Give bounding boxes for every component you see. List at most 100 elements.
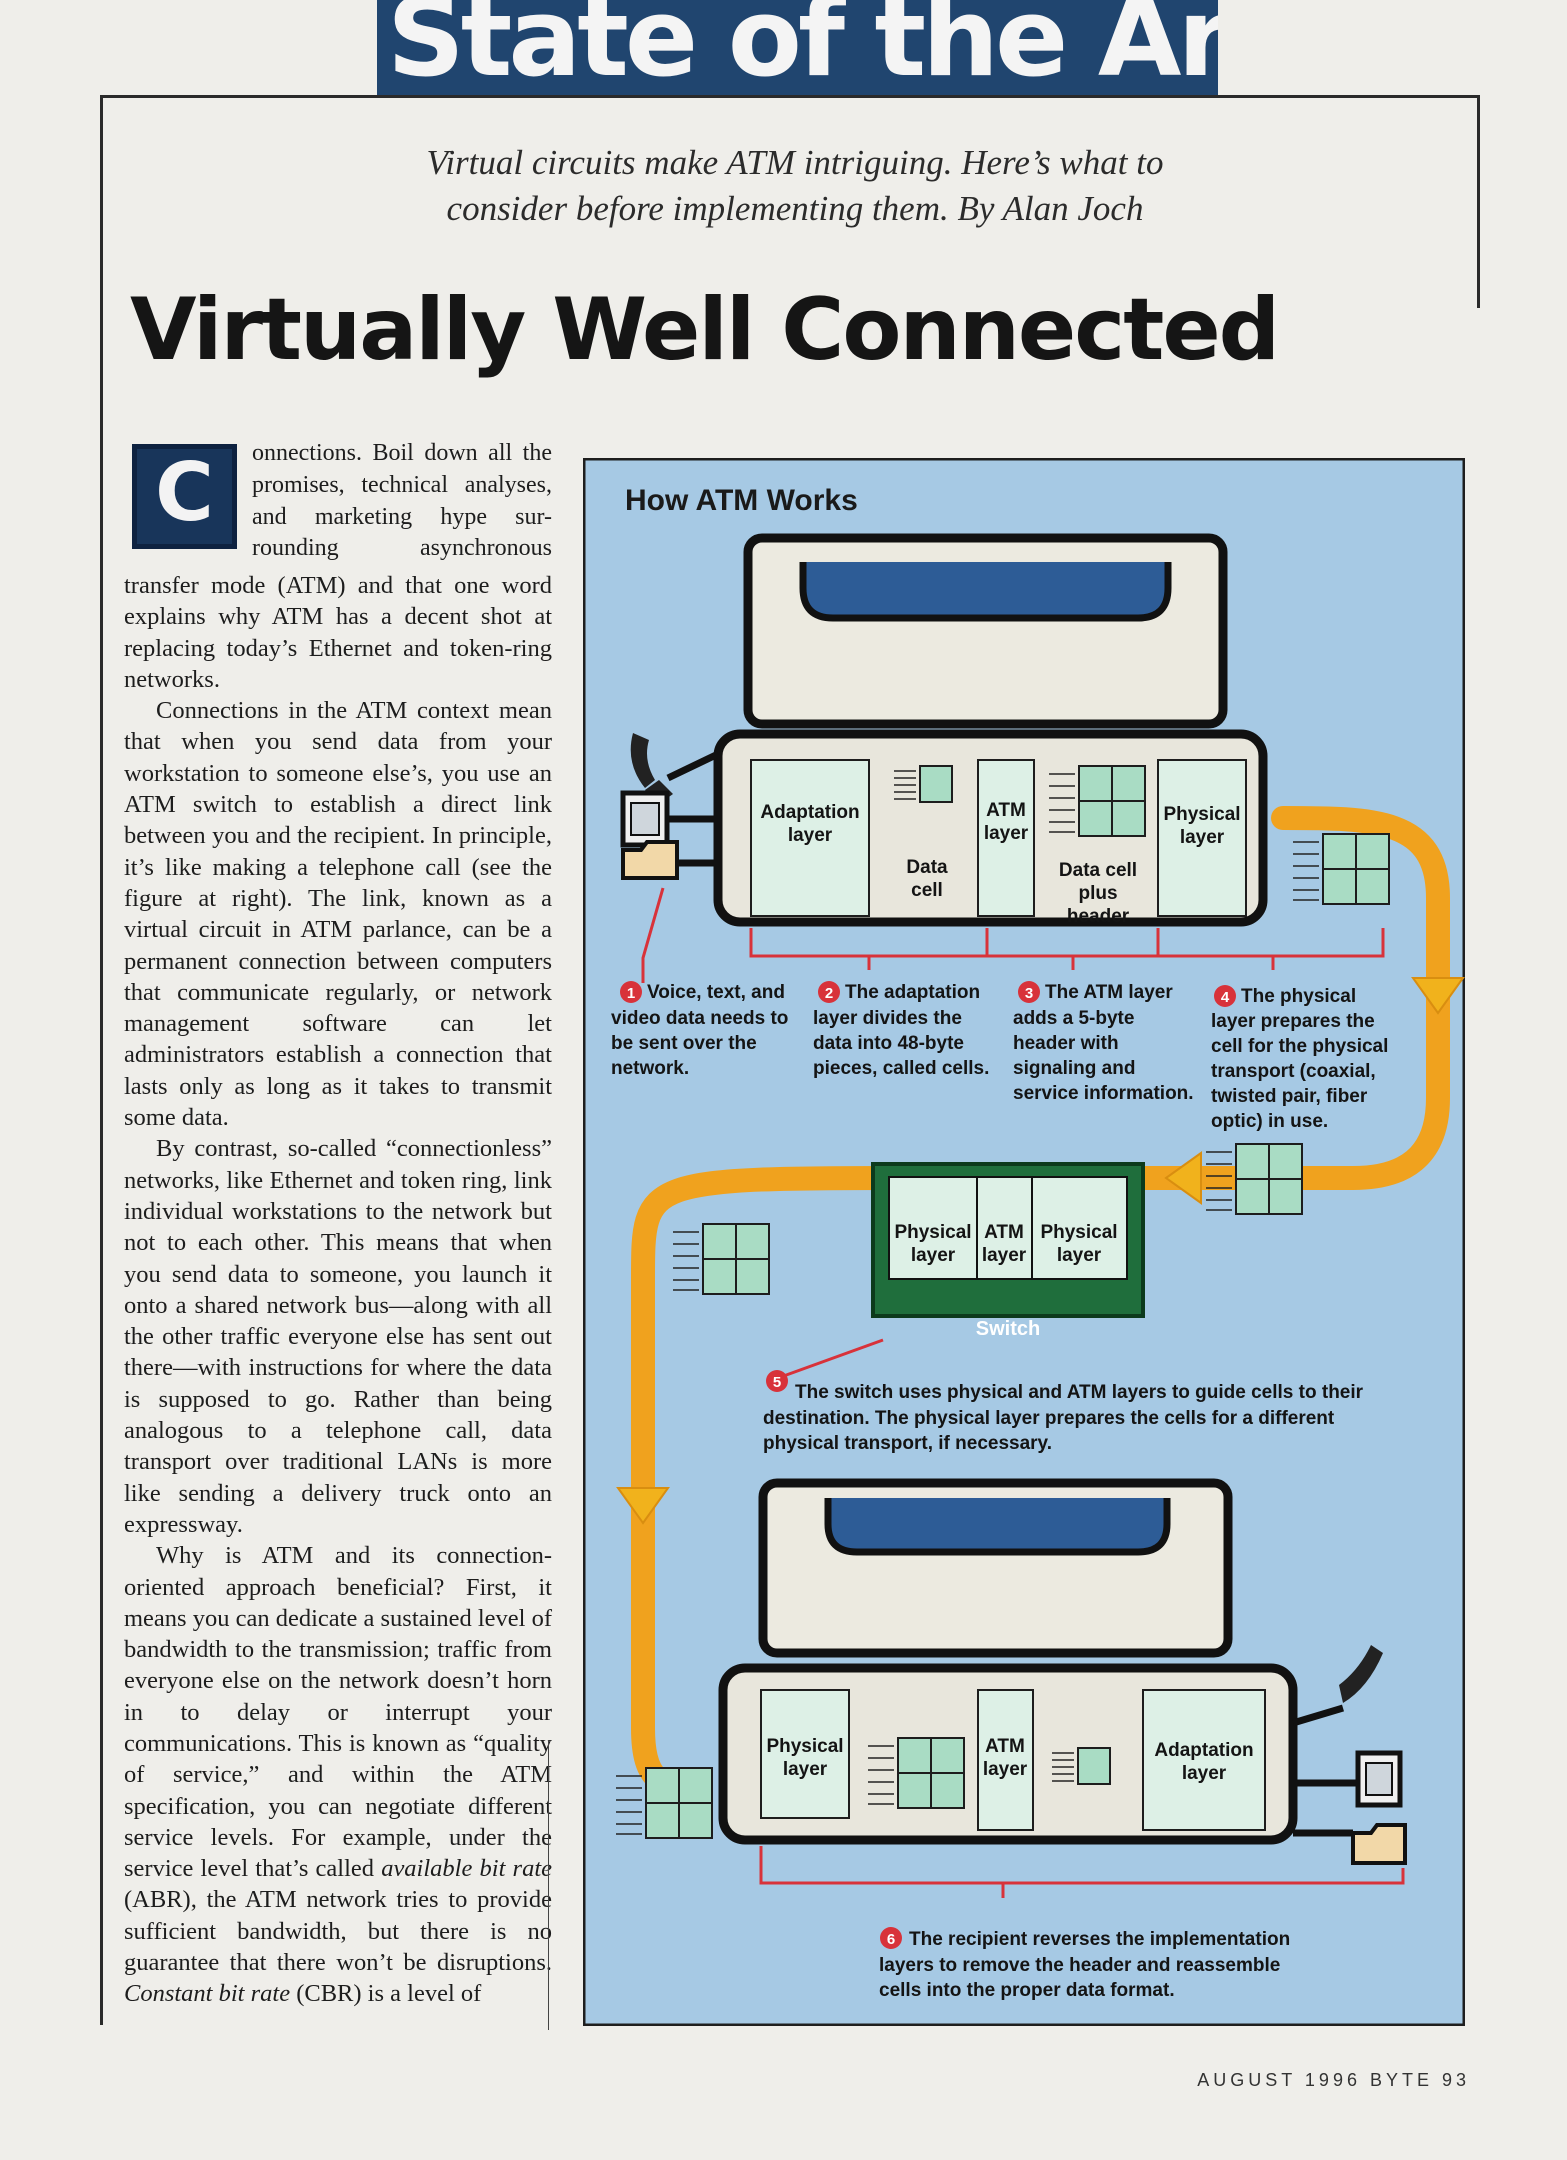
article-title: Virtually Well Connected [130,280,1280,380]
step-4-text: transport (coaxial, [1211,1061,1376,1082]
frame-rule-top [100,95,1480,98]
layer-label: Adaptation [1154,1740,1253,1761]
atm-layer-box [977,1689,1034,1831]
intro-line: onnections. Boil down all the [252,440,552,466]
adaptation-layer-box [1142,1689,1266,1831]
deck-text: Virtual circuits make ATM intriguing. He… [426,143,1164,228]
layer-label: layer [984,823,1029,844]
layer-label: layer [1057,1245,1102,1266]
paragraph: Why is ATM and its connection-oriented a… [124,1540,552,2009]
flow-arrow-down-icon [1411,977,1465,1015]
step-1-text: be sent over the [611,1033,757,1054]
frame-rule-right [1477,95,1480,308]
adaptation-layer-box [750,759,870,917]
step-5-text: destination. The physical layer prepares… [763,1408,1335,1429]
step-2-text: data into 48-byte [813,1033,964,1054]
step-number: 5 [773,1374,781,1391]
callout-line-5 [777,1338,884,1380]
layer-label: layer [983,1759,1028,1780]
drop-cap: C [132,444,237,549]
step-5-text: physical transport, if necessary. [763,1433,1052,1454]
cell-label: Data cell [1059,860,1137,881]
step-1-text: Voice, text, and [647,982,785,1003]
cell-label: cell [911,880,943,901]
step-number: 3 [1025,985,1033,1002]
term-italic: Constant bit rate [124,1980,291,2008]
step-4-text: cell for the physical [1211,1036,1388,1057]
step-5-badge [766,1370,788,1392]
step-3-badge [1018,981,1040,1003]
term-italic: available bit rate [381,1855,552,1883]
step-number: 1 [627,985,635,1002]
paragraph-text: (CBR) is a level of [290,1980,482,2008]
section-banner: State of the Art [377,0,1218,96]
layer-label: ATM [984,1222,1024,1243]
step-3-text: The ATM layer [1045,982,1173,1003]
step-1-text: video data needs to [611,1008,788,1029]
layer-label: Physical [894,1222,971,1243]
layer-label: Adaptation [760,802,859,823]
bracket-physical [1156,928,1385,970]
step-2-text: The adaptation [845,982,980,1003]
bracket-recipient [759,1846,1405,1898]
flow-arrow-left-icon [1164,1151,1202,1205]
paragraph: By contrast, so-called “connectionless” … [124,1135,552,1538]
step-number: 4 [1221,989,1230,1006]
step-4-text: layer prepares the [1211,1011,1375,1032]
layer-label: Physical [1163,804,1240,825]
step-6-text: layers to remove the header and reassemb… [879,1955,1280,1976]
step-3-text: adds a 5-byte [1013,1008,1134,1029]
step-2-text: pieces, called cells. [813,1058,989,1079]
layer-label: layer [1180,827,1225,848]
step-4-text: twisted pair, fiber [1211,1086,1368,1107]
layer-label: layer [783,1759,828,1780]
switch-label: Switch [976,1318,1040,1340]
cell-label: Data [906,857,948,878]
switch-atm-layer [976,1176,1033,1280]
step-4-text: optic) in use. [1211,1111,1328,1132]
layer-label: layer [788,825,833,846]
telephone-icon [1291,1645,1383,1727]
article-deck: Virtual circuits make ATM intriguing. He… [380,140,1210,232]
physical-layer-box [1157,759,1247,917]
step-1-badge [620,981,642,1003]
frame-rule-left [100,95,103,2025]
step-6-badge [880,1927,902,1949]
switch-physical-layer [1031,1176,1128,1280]
step-6-text: cells into the proper data format. [879,1980,1175,2001]
layer-label: layer [982,1245,1027,1266]
layer-label: Physical [1040,1222,1117,1243]
sender-monitor [743,533,1228,729]
step-4-badge [1214,985,1236,1007]
callout-line-1 [641,887,665,983]
folder-icon [1293,1823,1407,1865]
recipient-monitor [758,1478,1233,1658]
layer-label: layer [1182,1763,1227,1784]
layer-label: Physical [766,1736,843,1757]
cell-label: plus [1078,883,1117,904]
step-4-text: The physical [1241,986,1356,1007]
paragraph: Connections in the ATM context mean that… [124,697,552,1132]
step-number: 6 [887,1931,895,1948]
flow-arrow-down-icon [616,1487,670,1525]
film-icon [620,790,718,848]
paragraph-text: (ABR), the ATM network tries to provide … [124,1886,552,1977]
figure-title: How ATM Works [625,484,858,517]
intro-line: rounding asynchronous [252,535,552,561]
layer-label: layer [911,1245,956,1266]
article-body: transfer mode (ATM) and that one word ex… [124,570,552,2010]
intro-line: promises, technical analyses, [252,472,552,498]
layer-label: ATM [985,1736,1025,1757]
page-folio: AUGUST 1996 BYTE 93 [1197,2070,1470,2090]
step-6-text: The recipient reverses the implementatio… [909,1929,1290,1950]
step-3-text: header with [1013,1033,1119,1054]
paragraph-text: Why is ATM and its connection-oriented a… [124,1542,552,1883]
physical-layer-box [760,1689,850,1819]
drop-cap-letter: C [155,446,214,539]
step-2-badge [818,981,840,1003]
atm-figure: How ATM Works Adaptation layer Data cell… [583,458,1465,2026]
cell-label: header [1067,906,1130,927]
step-3-text: signaling and [1013,1058,1135,1079]
atm-layer-box [977,759,1035,917]
paragraph: transfer mode (ATM) and that one word ex… [124,572,552,693]
